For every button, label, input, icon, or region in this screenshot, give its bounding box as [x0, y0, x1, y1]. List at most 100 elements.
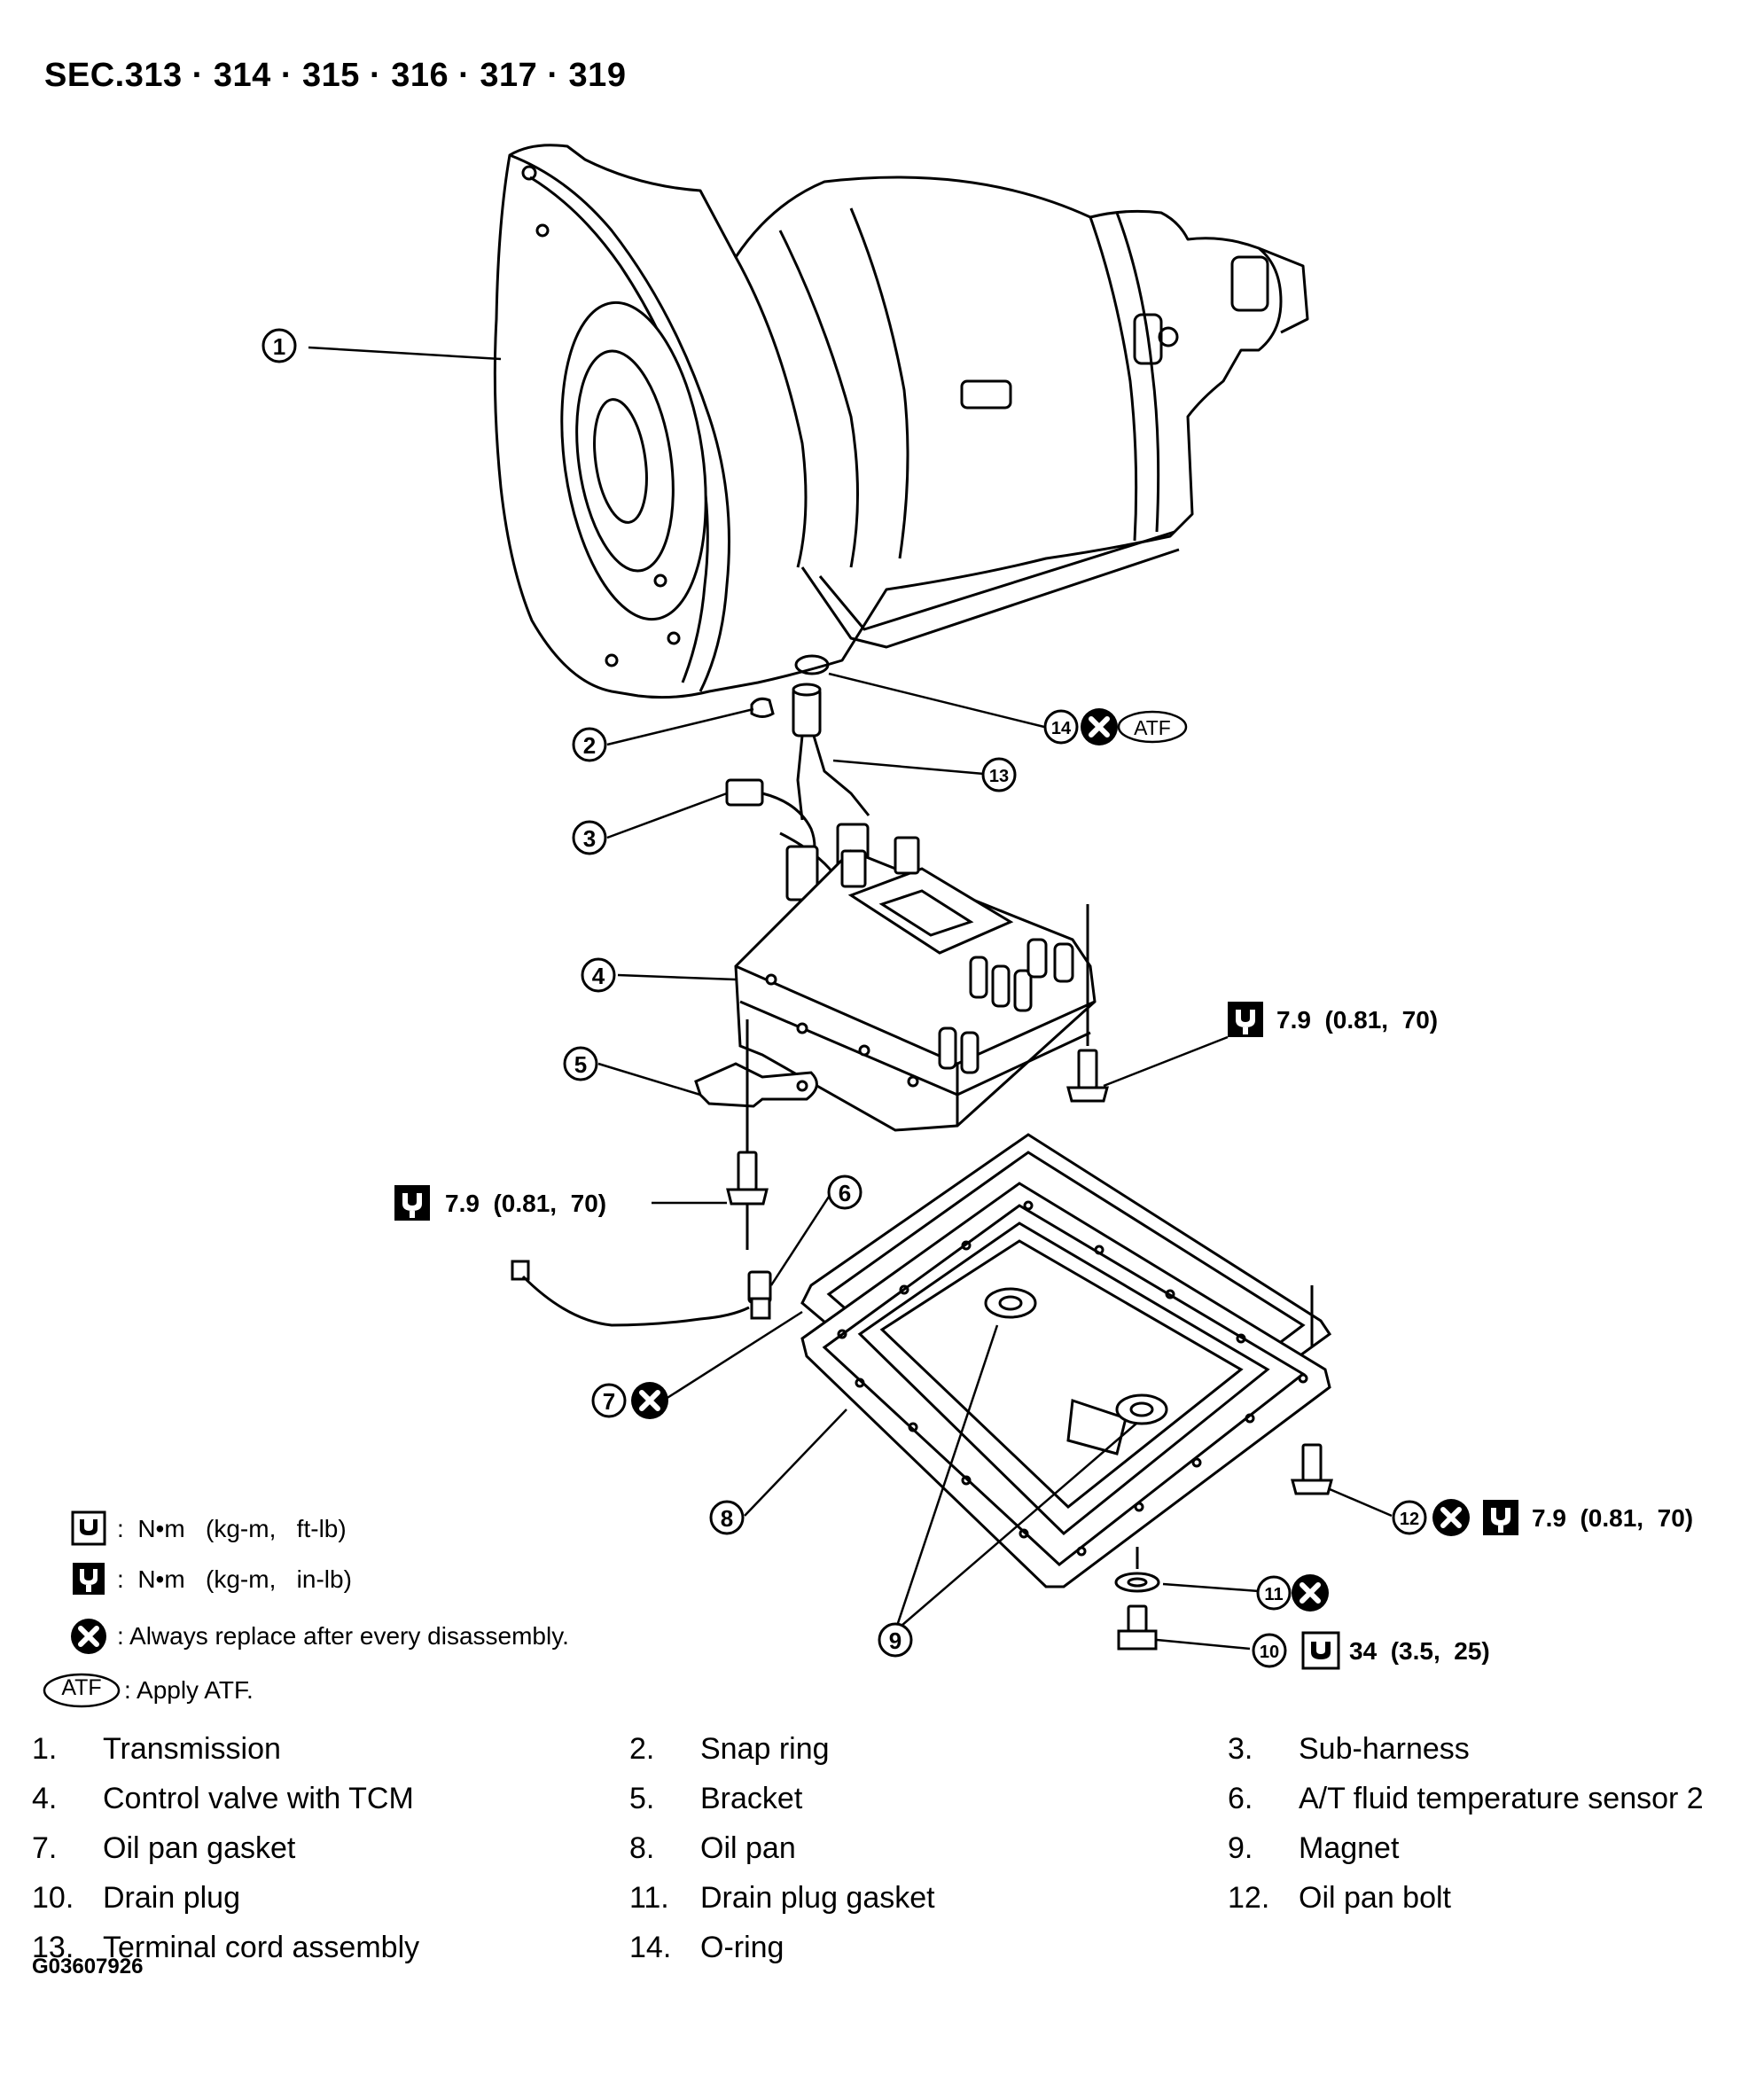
callout-5: 5: [563, 1046, 598, 1081]
part-name: Oil pan: [700, 1830, 796, 1865]
part-name: Transmission: [103, 1731, 281, 1766]
torque-drain-plug: 34 (3.5, 25): [1349, 1637, 1490, 1665]
callout-7: 7: [591, 1383, 627, 1418]
part-number: 13.: [32, 1930, 74, 1964]
svg-text:7: 7: [603, 1388, 615, 1415]
callout-14: 14: [1043, 709, 1079, 745]
svg-text:13: 13: [989, 767, 1009, 786]
part-item: 5.Bracket: [629, 1778, 802, 1819]
sub-harness: [725, 778, 870, 901]
part-item: 11.Drain plug gasket: [629, 1877, 935, 1918]
svg-text:6: 6: [839, 1180, 851, 1206]
drain-plug-gasket: [1114, 1547, 1160, 1593]
callout-3: 3: [572, 820, 607, 855]
part-name: Oil pan bolt: [1299, 1880, 1451, 1915]
part-item: 4. Control valve with TCM: [32, 1778, 414, 1819]
fluid-temperature-sensor: [511, 1260, 772, 1327]
part-item: 10. Drain plug: [32, 1877, 240, 1918]
svg-text:14: 14: [1051, 719, 1072, 738]
svg-text:8: 8: [721, 1505, 733, 1532]
part-number: 12.: [1228, 1880, 1270, 1915]
svg-text:9: 9: [889, 1627, 902, 1654]
callout-1: 1: [261, 328, 297, 363]
torque-ft-lb-icon: [35, 1507, 117, 1551]
part-number: 14.: [629, 1930, 672, 1964]
control-valve-with-tcm: [734, 836, 1097, 1132]
parts-list: 1. Transmission 2. Snap ring 3. Sub-harness 4.…: [0, 1729, 1764, 1986]
callout-6: 6: [827, 1175, 862, 1210]
torque-control-valve: 7.9 (0.81, 70): [1276, 1006, 1438, 1034]
part-name: Control valve with TCM: [103, 1781, 414, 1815]
part-item: 6. A/T fluid temperature sensor 2: [1228, 1778, 1704, 1819]
part-name: Magnet: [1299, 1830, 1400, 1865]
atf-badge: ATF: [35, 1668, 124, 1713]
atf-badge: ATF: [1117, 710, 1188, 744]
svg-text:11: 11: [1264, 1585, 1283, 1604]
callout-12: 12: [1392, 1500, 1427, 1535]
legend: : N•m (kg-m, ft-lb) : N•m (kg-m, in-lb) …: [35, 1507, 709, 1720]
callout-10: 10: [1252, 1633, 1287, 1668]
part-name: A/T fluid temperature sensor 2: [1299, 1781, 1704, 1815]
terminal-cord-assembly: [792, 683, 870, 821]
part-number: 9.: [1228, 1830, 1253, 1865]
control-valve-bolt: [1066, 904, 1109, 1103]
torque-specs: 7.9 (0.81, 70) 7.9 (0.81, 70) 7.9 (0.81,…: [445, 1006, 1693, 1665]
legend-replace: : Always replace after every disassembly…: [35, 1614, 569, 1658]
svg-text:10: 10: [1260, 1643, 1279, 1662]
part-item: 7. Oil pan gasket: [32, 1828, 295, 1869]
svg-text:ATF: ATF: [1134, 716, 1171, 739]
magnet: [984, 1287, 1168, 1425]
svg-text:4: 4: [592, 963, 605, 989]
part-name: Oil pan gasket: [103, 1830, 296, 1865]
legend-ftlb: : N•m (kg-m, ft-lb): [35, 1507, 347, 1551]
svg-text:1: 1: [273, 333, 285, 360]
part-number: 2.: [629, 1731, 655, 1766]
torque-bracket: 7.9 (0.81, 70): [445, 1190, 606, 1217]
replace-icon: [1432, 1499, 1470, 1536]
part-item: 2. Snap ring: [629, 1729, 830, 1769]
part-item: 8. Oil pan: [629, 1828, 796, 1869]
callout-2: 2: [572, 727, 607, 762]
part-item: 13. Terminal cord assembly: [32, 1927, 419, 1968]
part-name: Drain plug: [103, 1880, 240, 1915]
callout-8: 8: [709, 1500, 745, 1535]
part-number: 11.: [629, 1880, 669, 1915]
torque-ft-lb-icon: [1301, 1631, 1340, 1670]
callout-9: 9: [878, 1622, 913, 1658]
replace-icon: [1081, 708, 1118, 745]
legend-atf: ATF : Apply ATF.: [35, 1668, 254, 1713]
callouts: 1 2 3 4 5 6 7 8 9 10 11 12 13 14: [261, 328, 1427, 1668]
part-number: 3.: [1228, 1731, 1253, 1766]
part-number: 8.: [629, 1830, 655, 1865]
svg-text:3: 3: [583, 825, 596, 852]
torque-in-lb-icon: [394, 1185, 430, 1221]
section-title: SEC.313 · 314 · 315 · 316 · 317 · 319: [44, 57, 627, 94]
part-number: 6.: [1228, 1781, 1253, 1815]
replace-icon: [35, 1614, 117, 1658]
drain-plug: [1117, 1604, 1158, 1651]
part-item: 1. Transmission: [32, 1729, 281, 1769]
part-name: O-ring: [700, 1930, 784, 1964]
bracket: [694, 1062, 818, 1108]
part-name: Bracket: [700, 1781, 803, 1815]
part-number: 4.: [32, 1781, 58, 1815]
part-name: Terminal cord assembly: [103, 1930, 420, 1964]
part-item: 9. Magnet: [1228, 1828, 1399, 1869]
replace-icon: [1292, 1574, 1329, 1612]
part-number: 7.: [32, 1830, 58, 1865]
torque-in-lb-icon: [35, 1557, 117, 1602]
part-number: 10.: [32, 1880, 74, 1915]
figure-id: G03607926: [32, 1955, 144, 1978]
part-item: 14. O-ring: [629, 1927, 784, 1968]
part-number: 1.: [32, 1731, 58, 1766]
part-name: Snap ring: [700, 1731, 830, 1766]
part-name: Sub-harness: [1299, 1731, 1470, 1766]
transmission: [493, 144, 1309, 699]
replace-icon: [631, 1382, 668, 1419]
callout-11: 11: [1256, 1575, 1292, 1611]
callout-13: 13: [981, 757, 1017, 792]
o-ring: [794, 654, 830, 675]
callout-symbols: ATF: [394, 708, 1518, 1670]
oil-pan-bolt: [1291, 1285, 1333, 1495]
